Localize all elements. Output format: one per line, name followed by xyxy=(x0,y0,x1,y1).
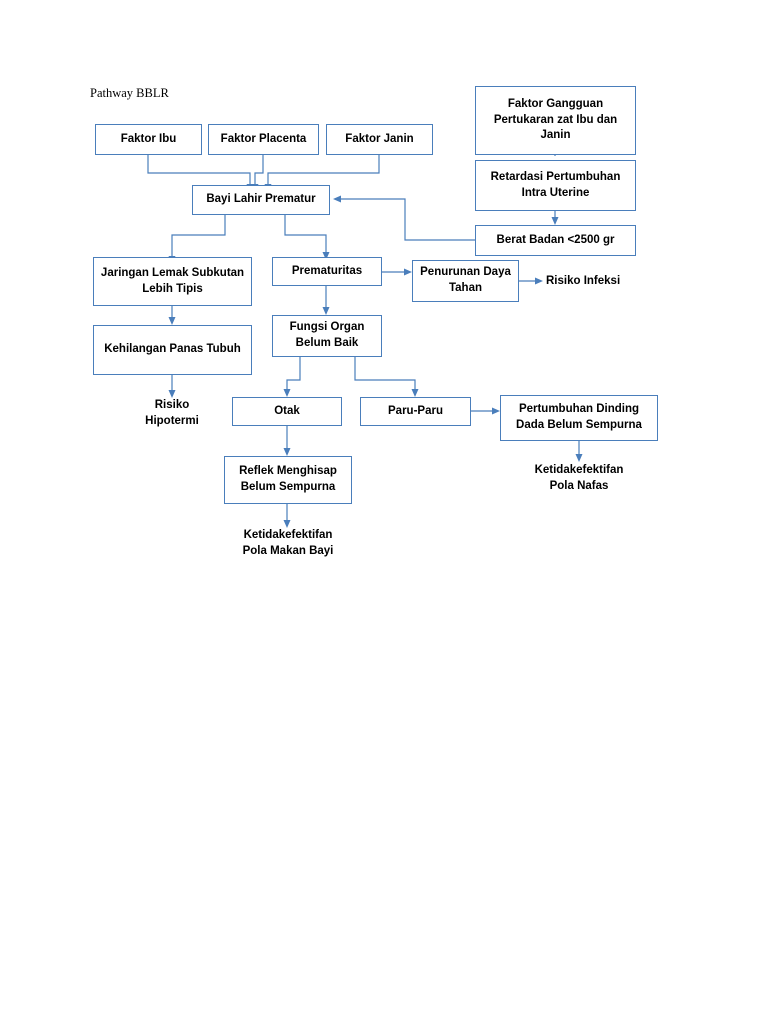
node-reflek-menghisap[interactable]: Reflek Menghisap Belum Sempurna xyxy=(224,456,352,504)
node-jaringan-lemak[interactable]: Jaringan Lemak Subkutan Lebih Tipis xyxy=(93,257,252,306)
node-faktor-janin[interactable]: Faktor Janin xyxy=(326,124,433,155)
outcome-ketidakefektifan-pola-makan: Ketidakefektifan Pola Makan Bayi xyxy=(242,529,334,557)
node-faktor-placenta[interactable]: Faktor Placenta xyxy=(208,124,319,155)
node-paru-paru[interactable]: Paru-Paru xyxy=(360,397,471,426)
node-bayi-lahir-prematur[interactable]: Bayi Lahir Prematur xyxy=(192,185,330,215)
outcome-risiko-infeksi: Risiko Infeksi xyxy=(546,275,621,287)
outcome-ketidakefektifan-pola-nafas: Ketidakefektifan Pola Nafas xyxy=(534,464,624,492)
node-retardasi-pertumbuhan[interactable]: Retardasi Pertumbuhan Intra Uterine xyxy=(475,160,636,211)
node-faktor-gangguan[interactable]: Faktor Gangguan Pertukaran zat Ibu dan J… xyxy=(475,86,636,155)
outcome-risiko-hipotermi: Risiko Hipotermi xyxy=(145,399,199,427)
diagram-title: Pathway BBLR xyxy=(90,86,169,100)
node-pertumbuhan-dinding-dada[interactable]: Pertumbuhan Dinding Dada Belum Sempurna xyxy=(500,395,658,441)
node-penurunan-daya-tahan[interactable]: Penurunan Daya Tahan xyxy=(412,260,519,302)
node-prematuritas[interactable]: Prematuritas xyxy=(272,257,382,286)
node-otak[interactable]: Otak xyxy=(232,397,342,426)
node-berat-badan[interactable]: Berat Badan <2500 gr xyxy=(475,225,636,256)
node-faktor-ibu[interactable]: Faktor Ibu xyxy=(95,124,202,155)
node-kehilangan-panas-tubuh[interactable]: Kehilangan Panas Tubuh xyxy=(93,325,252,375)
node-fungsi-organ[interactable]: Fungsi Organ Belum Baik xyxy=(272,315,382,357)
